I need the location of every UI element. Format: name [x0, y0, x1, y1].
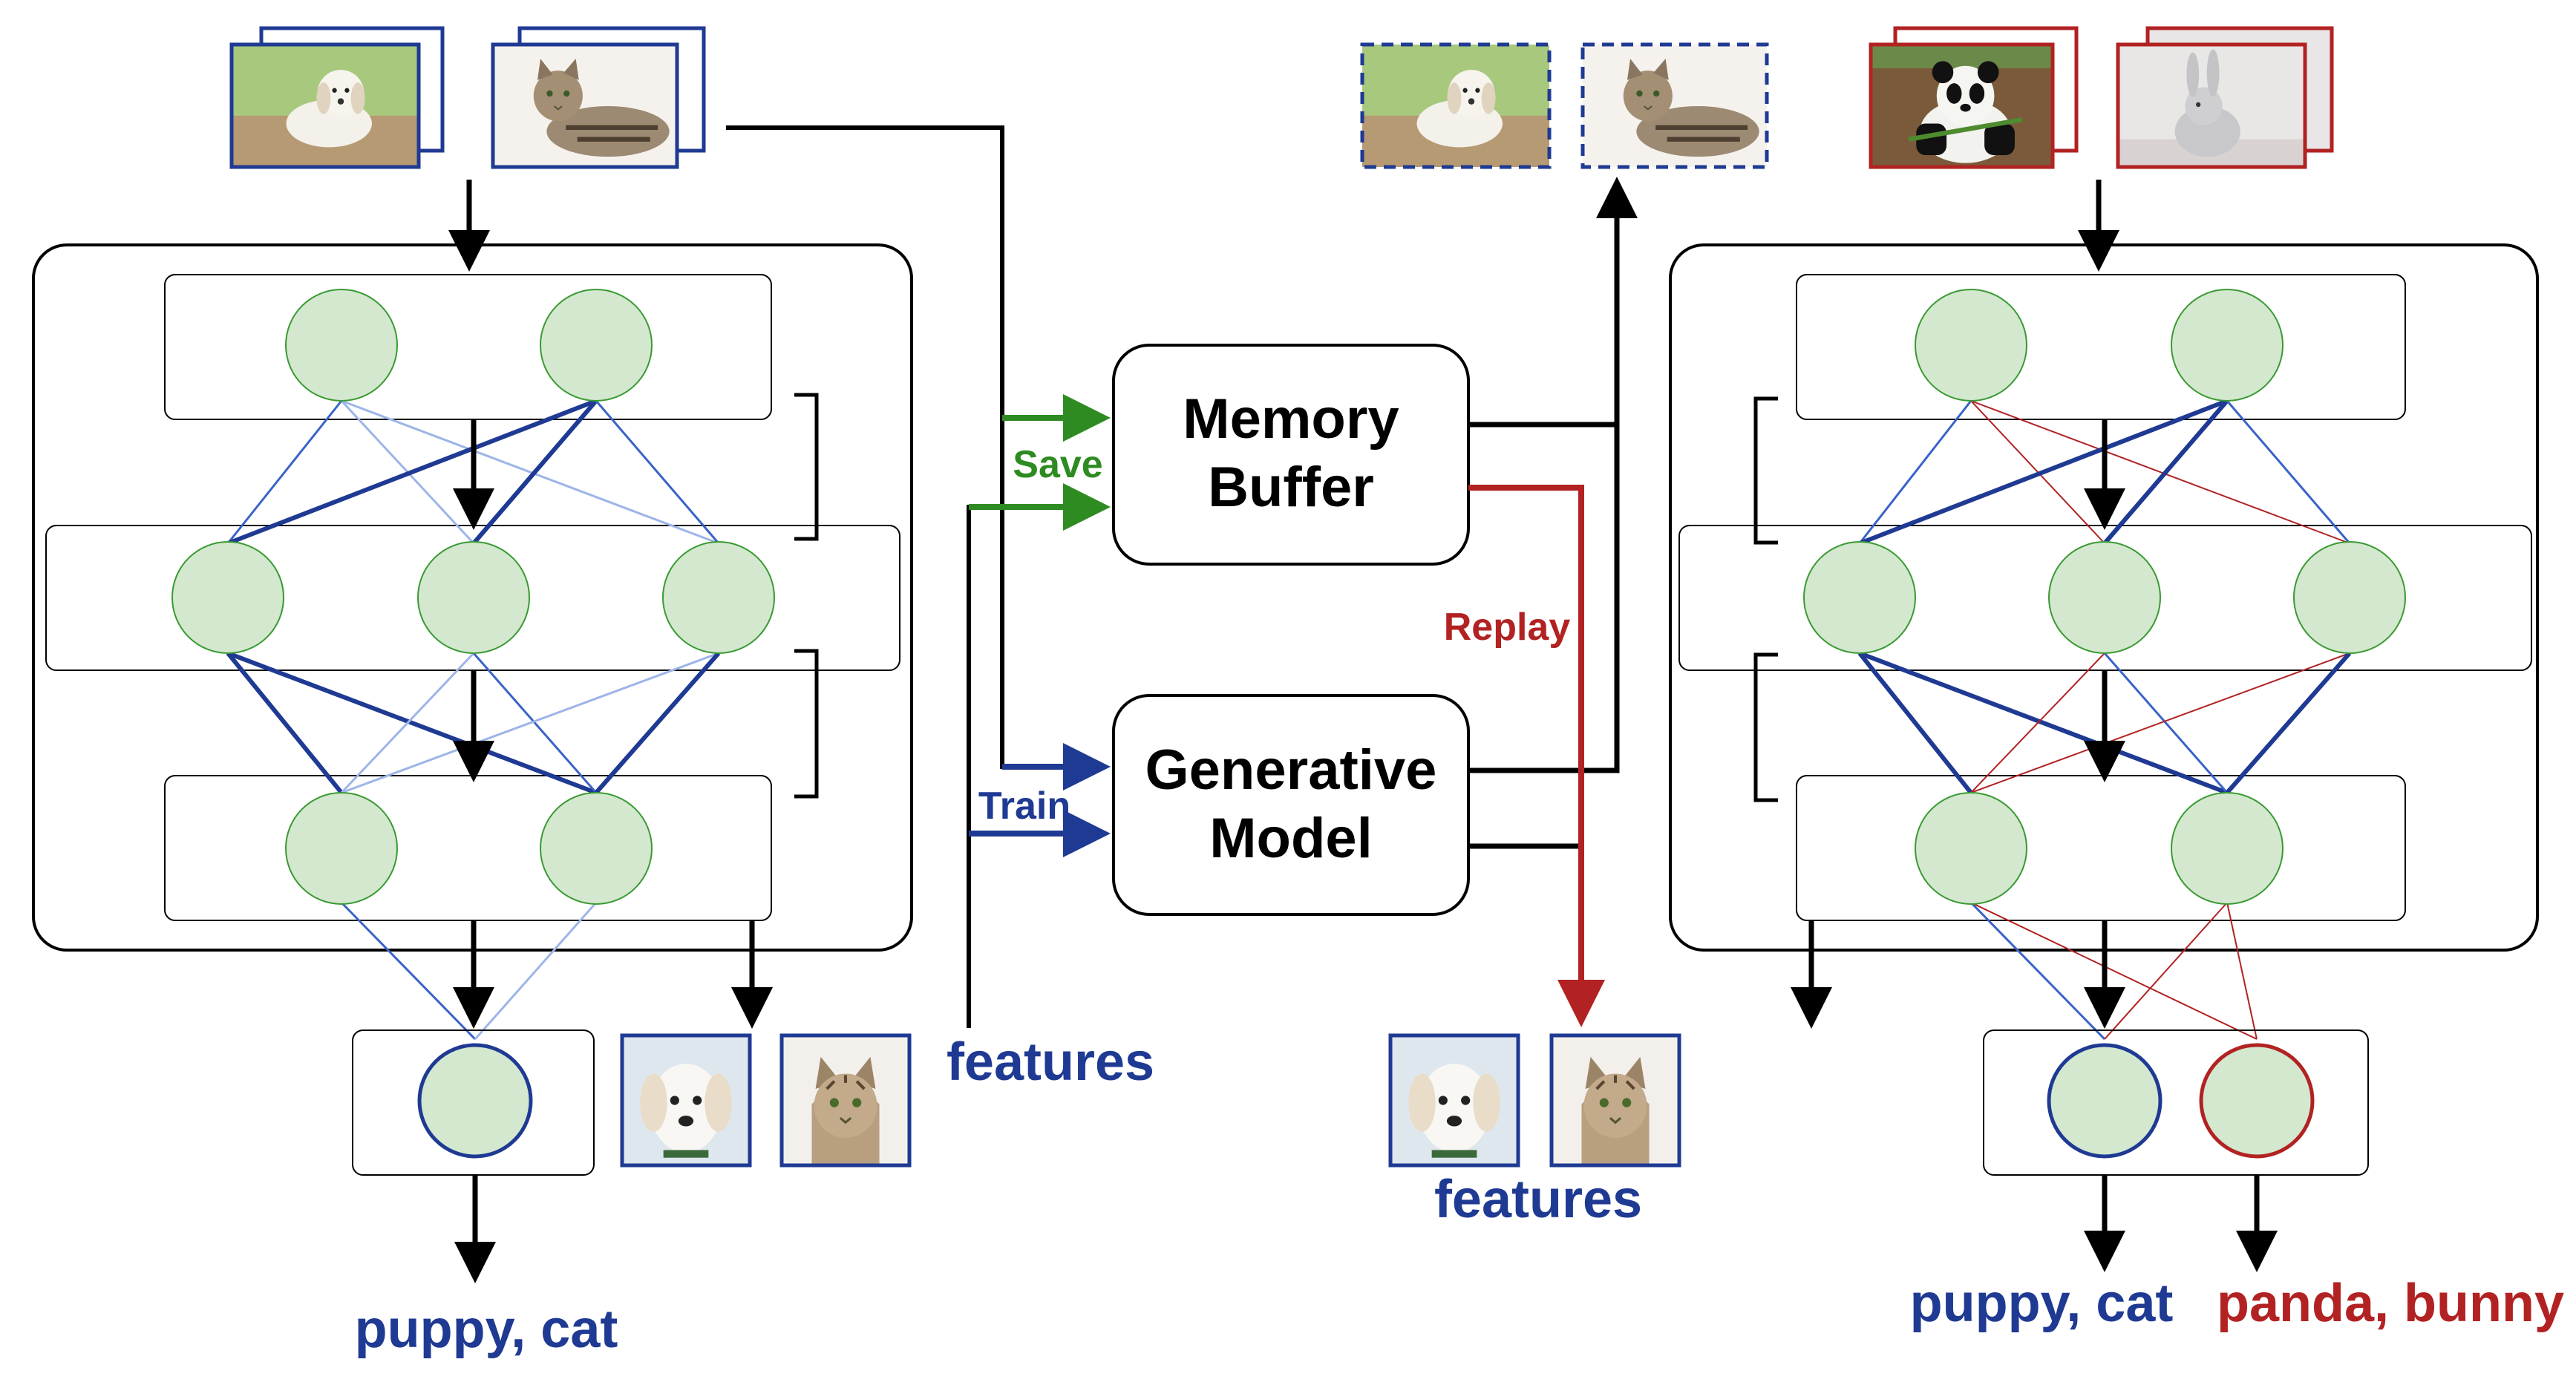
left-feature-images [620, 1033, 912, 1168]
memory-buffer-label-2: Buffer [1208, 456, 1374, 519]
right-layer-3 [1796, 775, 2406, 921]
node [285, 792, 398, 905]
node [2171, 792, 2284, 905]
left-edges-2 [226, 651, 721, 795]
left-nodes [171, 289, 775, 905]
cat-image [1583, 45, 1767, 167]
new-input-images [1869, 26, 2334, 169]
right-output-label-old: puppy, cat [1910, 1274, 2174, 1333]
train-label: Train [978, 785, 1070, 828]
features-label-left: features [947, 1032, 1154, 1092]
node [540, 289, 653, 402]
node [1915, 289, 2027, 402]
features-label-right: features [1434, 1170, 1642, 1229]
right-output-node-new [2199, 1043, 2315, 1159]
features-to-modules-line [967, 505, 987, 1028]
left-output-label: puppy, cat [355, 1300, 618, 1359]
right-output-node-old [2047, 1043, 2163, 1159]
left-edges-1 [226, 399, 720, 546]
puppy-image [232, 45, 419, 167]
right-output-layer [1983, 1029, 2369, 1176]
right-bracket-1 [1753, 396, 1778, 545]
node [1915, 792, 2027, 905]
right-nodes [1803, 289, 2406, 905]
stored-sample-images [1360, 42, 1769, 169]
puppy-face-image [1390, 1035, 1518, 1165]
left-layer-3 [164, 775, 772, 921]
generative-to-samples-line [1468, 177, 1638, 773]
right-output-label-new: panda, bunny [2217, 1274, 2564, 1333]
right-layer-1 [1796, 274, 2406, 420]
generative-model-label: Generative [1145, 739, 1437, 802]
left-layer-1 [164, 274, 772, 420]
node [2293, 541, 2406, 654]
node [171, 541, 284, 654]
right-bracket-2 [1753, 652, 1778, 802]
cat-image [493, 45, 677, 167]
memory-buffer-label: Memory [1183, 387, 1399, 451]
generative-model-box [1112, 694, 1470, 916]
cat-face-image [782, 1035, 909, 1165]
node [540, 792, 653, 905]
left-bracket-2 [794, 649, 819, 799]
right-edges-3 [1969, 901, 2258, 1041]
cat-face-image [1552, 1035, 1679, 1165]
right-edges-2 [1857, 651, 2352, 795]
left-network: puppy, cat [32, 26, 913, 1359]
panda-image [1871, 45, 2053, 167]
node [2048, 541, 2161, 654]
puppy-face-image [622, 1035, 750, 1165]
center-modules: Save Train features Memory Buffer Genera… [726, 42, 1769, 1229]
node [417, 541, 530, 654]
right-network: puppy, cat panda, bunny [1669, 26, 2564, 1333]
node [1803, 541, 1916, 654]
replay-feature-images [1388, 1033, 1681, 1168]
memory-buffer-box [1112, 344, 1470, 566]
left-input-images [229, 26, 706, 169]
generative-model-label-2: Model [1209, 807, 1373, 870]
left-bracket-1 [794, 393, 819, 541]
bunny-image [2118, 45, 2305, 167]
replay-line [1468, 485, 1605, 1027]
save-label: Save [1013, 443, 1102, 486]
left-edges-3 [340, 901, 598, 1041]
node [285, 289, 398, 402]
right-edges-1 [1858, 399, 2351, 546]
replay-label: Replay [1444, 606, 1571, 649]
node [2171, 289, 2284, 402]
puppy-image [1362, 45, 1549, 167]
node [662, 541, 775, 654]
left-output-node [417, 1043, 533, 1159]
